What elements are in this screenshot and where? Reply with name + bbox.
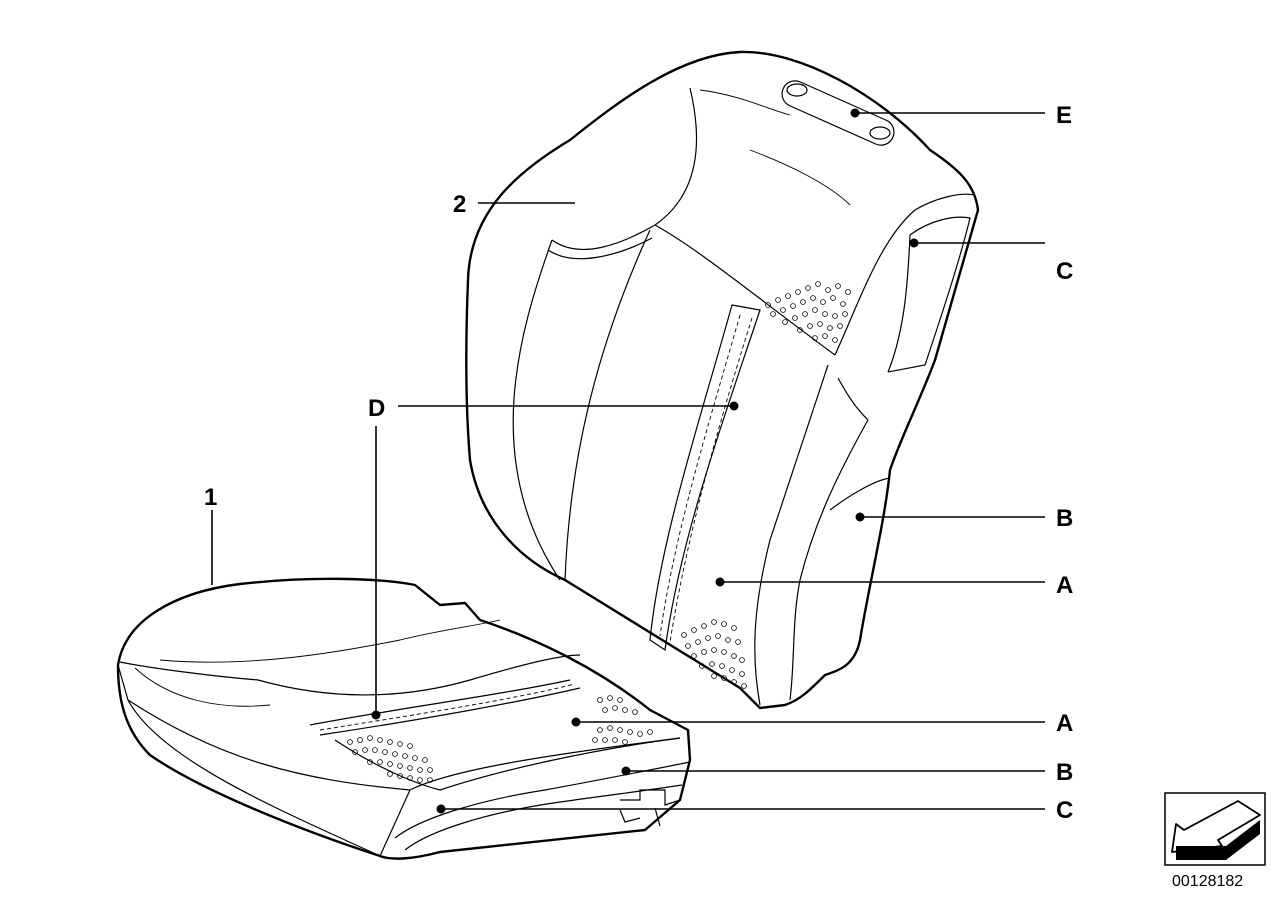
seat-cushion-drawing [116, 577, 692, 860]
callout-b-backrest: B [1056, 505, 1073, 532]
callout-d: D [368, 395, 385, 422]
cushion-perforation-patch [347, 695, 653, 783]
direction-box: 00128182 [1164, 792, 1266, 890]
callout-b-cushion: B [1056, 759, 1073, 786]
direction-arrow-icon [1171, 800, 1261, 860]
callout-e: E [1056, 102, 1072, 129]
callout-a-cushion: A [1056, 710, 1073, 737]
part-number: 00128182 [1172, 873, 1243, 890]
callout-c-cushion: C [1056, 797, 1073, 824]
callout-1: 1 [204, 484, 217, 511]
callout-2: 2 [453, 191, 466, 218]
leader-lines [211, 108, 1045, 814]
callout-labels: 1 2 E C D B A A B C [204, 102, 1073, 824]
callout-a-backrest: A [1056, 572, 1073, 599]
backrest-drawing [465, 50, 980, 710]
backrest-perforation-upper [765, 281, 851, 343]
callout-c-backrest: C [1056, 258, 1073, 285]
backrest-perforation-lower [681, 619, 747, 689]
